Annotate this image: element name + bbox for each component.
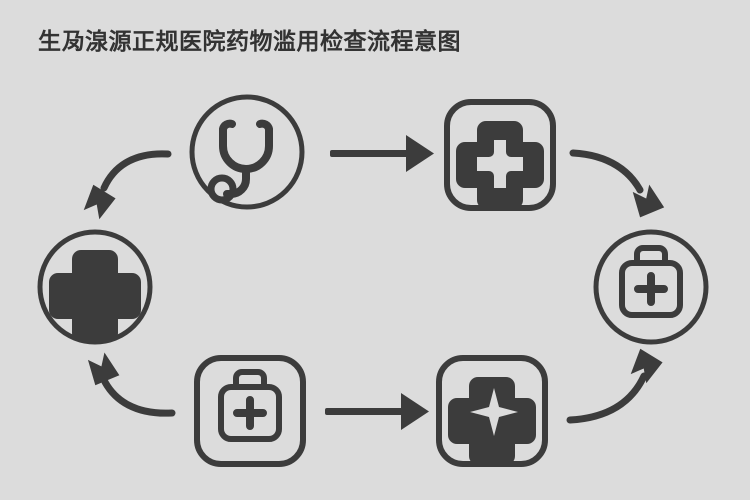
arrow-shaft [566,372,648,424]
node-first-aid-square[interactable] [194,355,306,467]
arrow-head [406,135,434,172]
arrow-top-straight [330,135,434,172]
stethoscope-icon [207,119,273,204]
arrow-head [630,348,663,384]
rounded-square-frame [194,355,306,467]
arrow-shaft [569,149,644,194]
first-aid-kit-icon [218,369,282,442]
arrow-shaft [330,150,410,157]
arrow-top-right-curve [569,149,665,218]
arrow-head [83,184,116,220]
medical-cross-icon [456,121,544,209]
arrow-shaft [100,150,172,192]
arrow-bottom-left-curve [87,352,176,417]
node-cross-solid-circle[interactable] [37,229,153,345]
medical-cross-icon [49,250,141,342]
arrow-shaft [325,408,405,415]
node-cross-outline-square[interactable] [444,99,556,211]
medical-cross-sparkle-icon [448,377,536,465]
circle-frame [593,229,709,345]
page-title: 生夃湶源正规医院药物滥用检查流程意图 [38,28,461,54]
arrow-head [401,393,429,430]
circle-frame [189,94,305,210]
arrow-bottom-right-curve [566,348,663,424]
arrow-shaft [101,378,176,417]
first-aid-kit-icon [619,245,683,318]
arrow-head [87,352,120,386]
node-stethoscope[interactable] [189,94,305,210]
arrow-top-left-curve [83,150,172,220]
arrow-head [632,184,665,218]
node-first-aid-circle[interactable] [593,229,709,345]
node-cross-sparkle-square[interactable] [436,355,548,467]
arrow-bottom-straight [325,393,429,430]
